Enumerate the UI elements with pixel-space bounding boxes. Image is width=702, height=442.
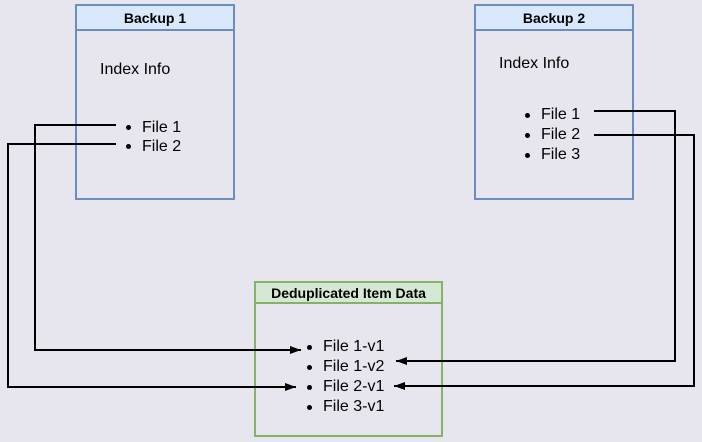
list-item: File 1-v2 <box>307 357 384 377</box>
list-item: File 1 <box>126 118 181 137</box>
list-item: File 1-v1 <box>307 337 384 357</box>
backup2-file-list: File 1 File 2 File 3 <box>525 105 580 165</box>
bullet-icon <box>126 125 131 130</box>
list-item: File 1 <box>525 105 580 125</box>
list-item: File 3-v1 <box>307 397 384 417</box>
backup1-title: Backup 1 <box>77 6 233 31</box>
bullet-icon <box>307 384 312 390</box>
bullet-icon <box>307 364 312 370</box>
backup2-title: Backup 2 <box>476 6 632 31</box>
dedup-title: Deduplicated Item Data <box>256 283 441 304</box>
backup1-index-info-label: Index Info <box>100 61 171 78</box>
bullet-icon <box>525 112 530 118</box>
list-item-label: File 2-v1 <box>323 378 385 395</box>
list-item: File 3 <box>525 145 580 165</box>
list-item-label: File 1 <box>142 118 182 136</box>
bullet-icon <box>307 404 312 410</box>
backup2-index-info-label: Index Info <box>499 55 570 72</box>
list-item: File 2 <box>525 125 580 145</box>
list-item-label: File 2 <box>142 137 182 155</box>
backup2-box: Backup 2 Index Info File 1 File 2 File 3 <box>474 4 634 200</box>
list-item-label: File 1-v1 <box>323 338 385 355</box>
list-item-label: File 3-v1 <box>323 398 385 415</box>
bullet-icon <box>307 344 312 350</box>
list-item-label: File 1 <box>541 106 581 123</box>
list-item-label: File 1-v2 <box>323 358 385 375</box>
list-item-label: File 2 <box>541 126 581 143</box>
bullet-icon <box>126 144 131 149</box>
bullet-icon <box>525 152 530 158</box>
bullet-icon <box>525 132 530 138</box>
list-item-label: File 3 <box>541 146 581 163</box>
list-item: File 2 <box>126 137 181 156</box>
list-item: File 2-v1 <box>307 377 384 397</box>
